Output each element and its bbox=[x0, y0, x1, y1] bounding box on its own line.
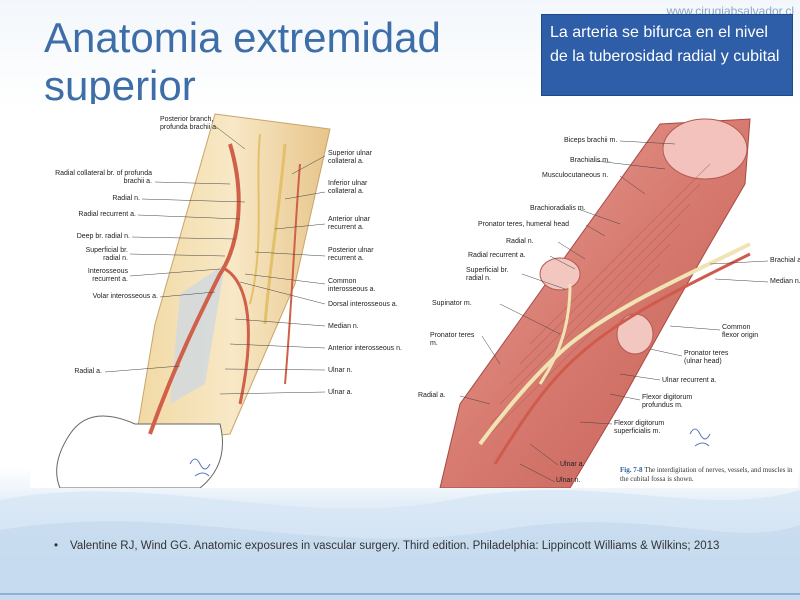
label-superficial-br-radial-n-right: Superficial br. radial n. bbox=[466, 267, 509, 282]
label-brachialis: Brachialis m. bbox=[570, 157, 611, 164]
label-pronator-teres-ulnar: Pronator teres (ulnar head) bbox=[684, 350, 729, 365]
label-common-interosseous: Common interosseous a. bbox=[328, 278, 376, 293]
label-radial-collateral-br: Radial collateral br. of profunda brachi… bbox=[55, 170, 152, 185]
label-biceps-brachii: Biceps brachii m. bbox=[564, 137, 618, 144]
callout-box: La arteria se bifurca en el nivel de la … bbox=[541, 14, 793, 96]
label-ulnar-a: Ulnar a. bbox=[328, 389, 353, 396]
label-pronator-teres: Pronator teres m. bbox=[430, 332, 475, 347]
label-ulnar-recurrent: Ulnar recurrent a. bbox=[662, 377, 717, 384]
footer-divider bbox=[0, 593, 800, 595]
anatomy-figure: Posterior branch, profunda brachii a. Su… bbox=[30, 104, 800, 488]
label-radial-recurrent: Radial recurrent a. bbox=[78, 211, 136, 218]
label-radial-n: Radial n. bbox=[112, 195, 140, 202]
label-brachioradialis: Brachioradialis m. bbox=[530, 205, 586, 212]
label-deep-br-radial-n: Deep br. radial n. bbox=[76, 233, 130, 240]
label-ulnar-n: Ulnar n. bbox=[328, 367, 353, 374]
reference-text: Valentine RJ, Wind GG. Anatomic exposure… bbox=[70, 540, 720, 552]
label-supinator: Supinator m. bbox=[432, 300, 472, 307]
label-median-n-right: Median n. bbox=[770, 278, 800, 285]
reference-list-item: • Valentine RJ, Wind GG. Anatomic exposur… bbox=[54, 540, 794, 552]
forearm-arteries-illustration bbox=[56, 113, 331, 488]
label-inferior-ulnar-collateral: Inferior ulnar collateral a. bbox=[328, 180, 368, 195]
label-flexor-digitorum-profundus: Flexor digitorum profundus m. bbox=[642, 394, 693, 409]
label-superficial-br-radial-n: Superficial br. radial n. bbox=[85, 247, 128, 262]
label-dorsal-interosseous: Dorsal interosseous a. bbox=[328, 301, 398, 308]
label-interosseous-recurrent: Interosseous recurrent a. bbox=[87, 268, 128, 283]
label-posterior-branch: Posterior branch, profunda brachii a. bbox=[160, 116, 218, 131]
figure-number: Fig. 7-8 bbox=[620, 466, 643, 474]
label-ulnar-a-right: Ulnar a. bbox=[560, 461, 585, 468]
label-median-n: Median n. bbox=[328, 323, 359, 330]
label-posterior-ulnar-recurrent: Posterior ulnar recurrent a. bbox=[328, 247, 374, 262]
slide-title: Anatomia extremidad superior bbox=[44, 14, 441, 109]
cubital-fossa-illustration bbox=[439, 118, 769, 488]
label-radial-a: Radial a. bbox=[74, 368, 102, 375]
label-brachial-a: Brachial a. bbox=[770, 257, 800, 264]
label-musculocutaneous-n: Musculocutaneous n. bbox=[542, 172, 609, 179]
label-radial-n-right: Radial n. bbox=[506, 238, 534, 245]
label-flexor-digitorum-superficialis: Flexor digitorum superficialis m. bbox=[614, 420, 665, 435]
label-common-flexor-origin: Common flexor origin bbox=[722, 324, 759, 339]
figure-caption: Fig. 7-8 The interdigitation of nerves, … bbox=[620, 466, 798, 484]
label-volar-interosseous: Volar interosseous a. bbox=[92, 293, 158, 300]
label-anterior-interosseous-n: Anterior interosseous n. bbox=[328, 345, 402, 352]
label-radial-a-right: Radial a. bbox=[418, 392, 446, 399]
label-ulnar-n-right: Ulnar n. bbox=[556, 477, 581, 484]
label-radial-recurrent-right: Radial recurrent a. bbox=[468, 252, 526, 259]
background-wave bbox=[0, 490, 800, 600]
label-pronator-teres-humeral: Pronator teres, humeral head bbox=[478, 221, 570, 228]
label-superior-ulnar-collateral: Superior ulnar collateral a. bbox=[328, 150, 372, 165]
bullet-icon: • bbox=[54, 540, 59, 552]
label-anterior-ulnar-recurrent: Anterior ulnar recurrent a. bbox=[328, 216, 371, 231]
figure-caption-text: The interdigitation of nerves, vessels, … bbox=[620, 466, 793, 483]
